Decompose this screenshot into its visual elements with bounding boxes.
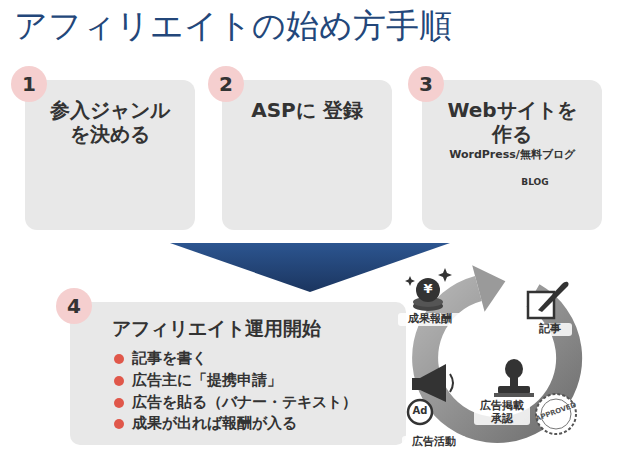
numtxt-text: 2	[219, 72, 233, 96]
blog-icon-text: BLOG	[518, 177, 552, 187]
coin-icon	[405, 268, 452, 311]
bullet-text: 成果が出れば報酬が入る	[112, 413, 394, 435]
ad-icon-text: Ad	[410, 405, 430, 417]
operation-box: アフィリエイト運用開始記事を書く広告主に「提携申請」広告を貼る（バナー・テキスト…	[70, 302, 406, 445]
cycle-label: 広告活動	[402, 436, 466, 449]
cycle-arrowhead	[472, 265, 505, 311]
sub-text: WordPress/無料ブログ	[422, 148, 602, 162]
bullet-text: 広告主に「提携申請」	[112, 370, 394, 392]
megaphone-icon	[408, 364, 453, 424]
article-icon	[528, 282, 569, 318]
step-box: Webサイトを 作るWordPress/無料ブログ3	[422, 80, 602, 230]
cycle-label: 記事	[528, 323, 572, 336]
numtxt-text: 1	[22, 72, 36, 96]
step-number: 1	[11, 66, 47, 102]
step-number: 4	[56, 288, 92, 324]
numtxt-text: 4	[67, 294, 81, 318]
cycle-label: 広告掲載 承認	[474, 400, 530, 425]
cycle-label: 成果報酬	[398, 313, 462, 326]
yen-symbol: ¥	[418, 282, 438, 297]
step-number: 2	[208, 66, 244, 102]
bullet-text: 広告を貼る（バナー・テキスト）	[112, 392, 394, 414]
step-title-text: ASPに 登録	[232, 98, 382, 122]
step-title-text: 参入ジャンル を決める	[35, 98, 185, 146]
step-number: 3	[408, 66, 444, 102]
step-title-text: Webサイトを 作る	[437, 98, 587, 146]
heading-text: アフィリエイト運用開始	[112, 316, 394, 342]
bullet-text: 記事を書く	[112, 348, 394, 370]
step-box: ASPに 登録2	[222, 80, 392, 230]
numtxt-text: 3	[419, 72, 433, 96]
page-title: アフィリエイトの始め方手順	[14, 4, 452, 49]
step-box: 参入ジャンル を決める1	[25, 80, 195, 230]
flow-arrow	[170, 243, 450, 292]
